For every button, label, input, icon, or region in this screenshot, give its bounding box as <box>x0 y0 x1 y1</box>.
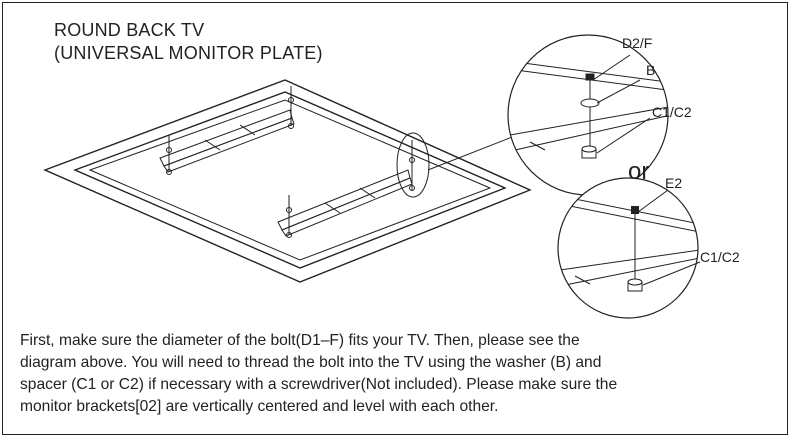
bolt-icon <box>585 73 595 81</box>
bracket-upper <box>159 86 295 175</box>
instructions-text: First, make sure the diameter of the bol… <box>20 330 780 418</box>
label-leaders <box>592 54 701 286</box>
instruction-line: spacer (C1 or C2) if necessary with a sc… <box>20 376 618 393</box>
detail-circle-top <box>507 34 669 196</box>
label-bolt-e2: E2 <box>665 175 682 191</box>
instruction-line: diagram above. You will need to thread t… <box>20 354 602 371</box>
spacer-icon <box>581 145 597 159</box>
label-washer-b: B <box>646 62 655 78</box>
label-spacer-bottom: C1/C2 <box>700 249 740 265</box>
bolt-e2-icon <box>631 206 639 214</box>
bracket-lower <box>277 140 415 238</box>
instruction-line: First, make sure the diameter of the bol… <box>20 332 580 349</box>
label-or: or <box>628 158 649 185</box>
detail-highlight <box>396 132 430 198</box>
diagram-title: ROUND BACK TV <box>54 20 205 40</box>
spacer-bottom-icon <box>627 278 643 292</box>
tv-back-panel <box>43 79 532 283</box>
diagram-frame <box>2 2 788 435</box>
diagram-subtitle: (UNIVERSAL MONITOR PLATE) <box>54 43 323 63</box>
label-bolt-d2f: D2/F <box>622 35 652 51</box>
instruction-line: monitor brackets[02] are vertically cent… <box>20 398 499 415</box>
label-spacer-top: C1/C2 <box>652 104 692 120</box>
detail-circle-bottom <box>557 177 699 319</box>
washer-icon <box>580 98 600 108</box>
